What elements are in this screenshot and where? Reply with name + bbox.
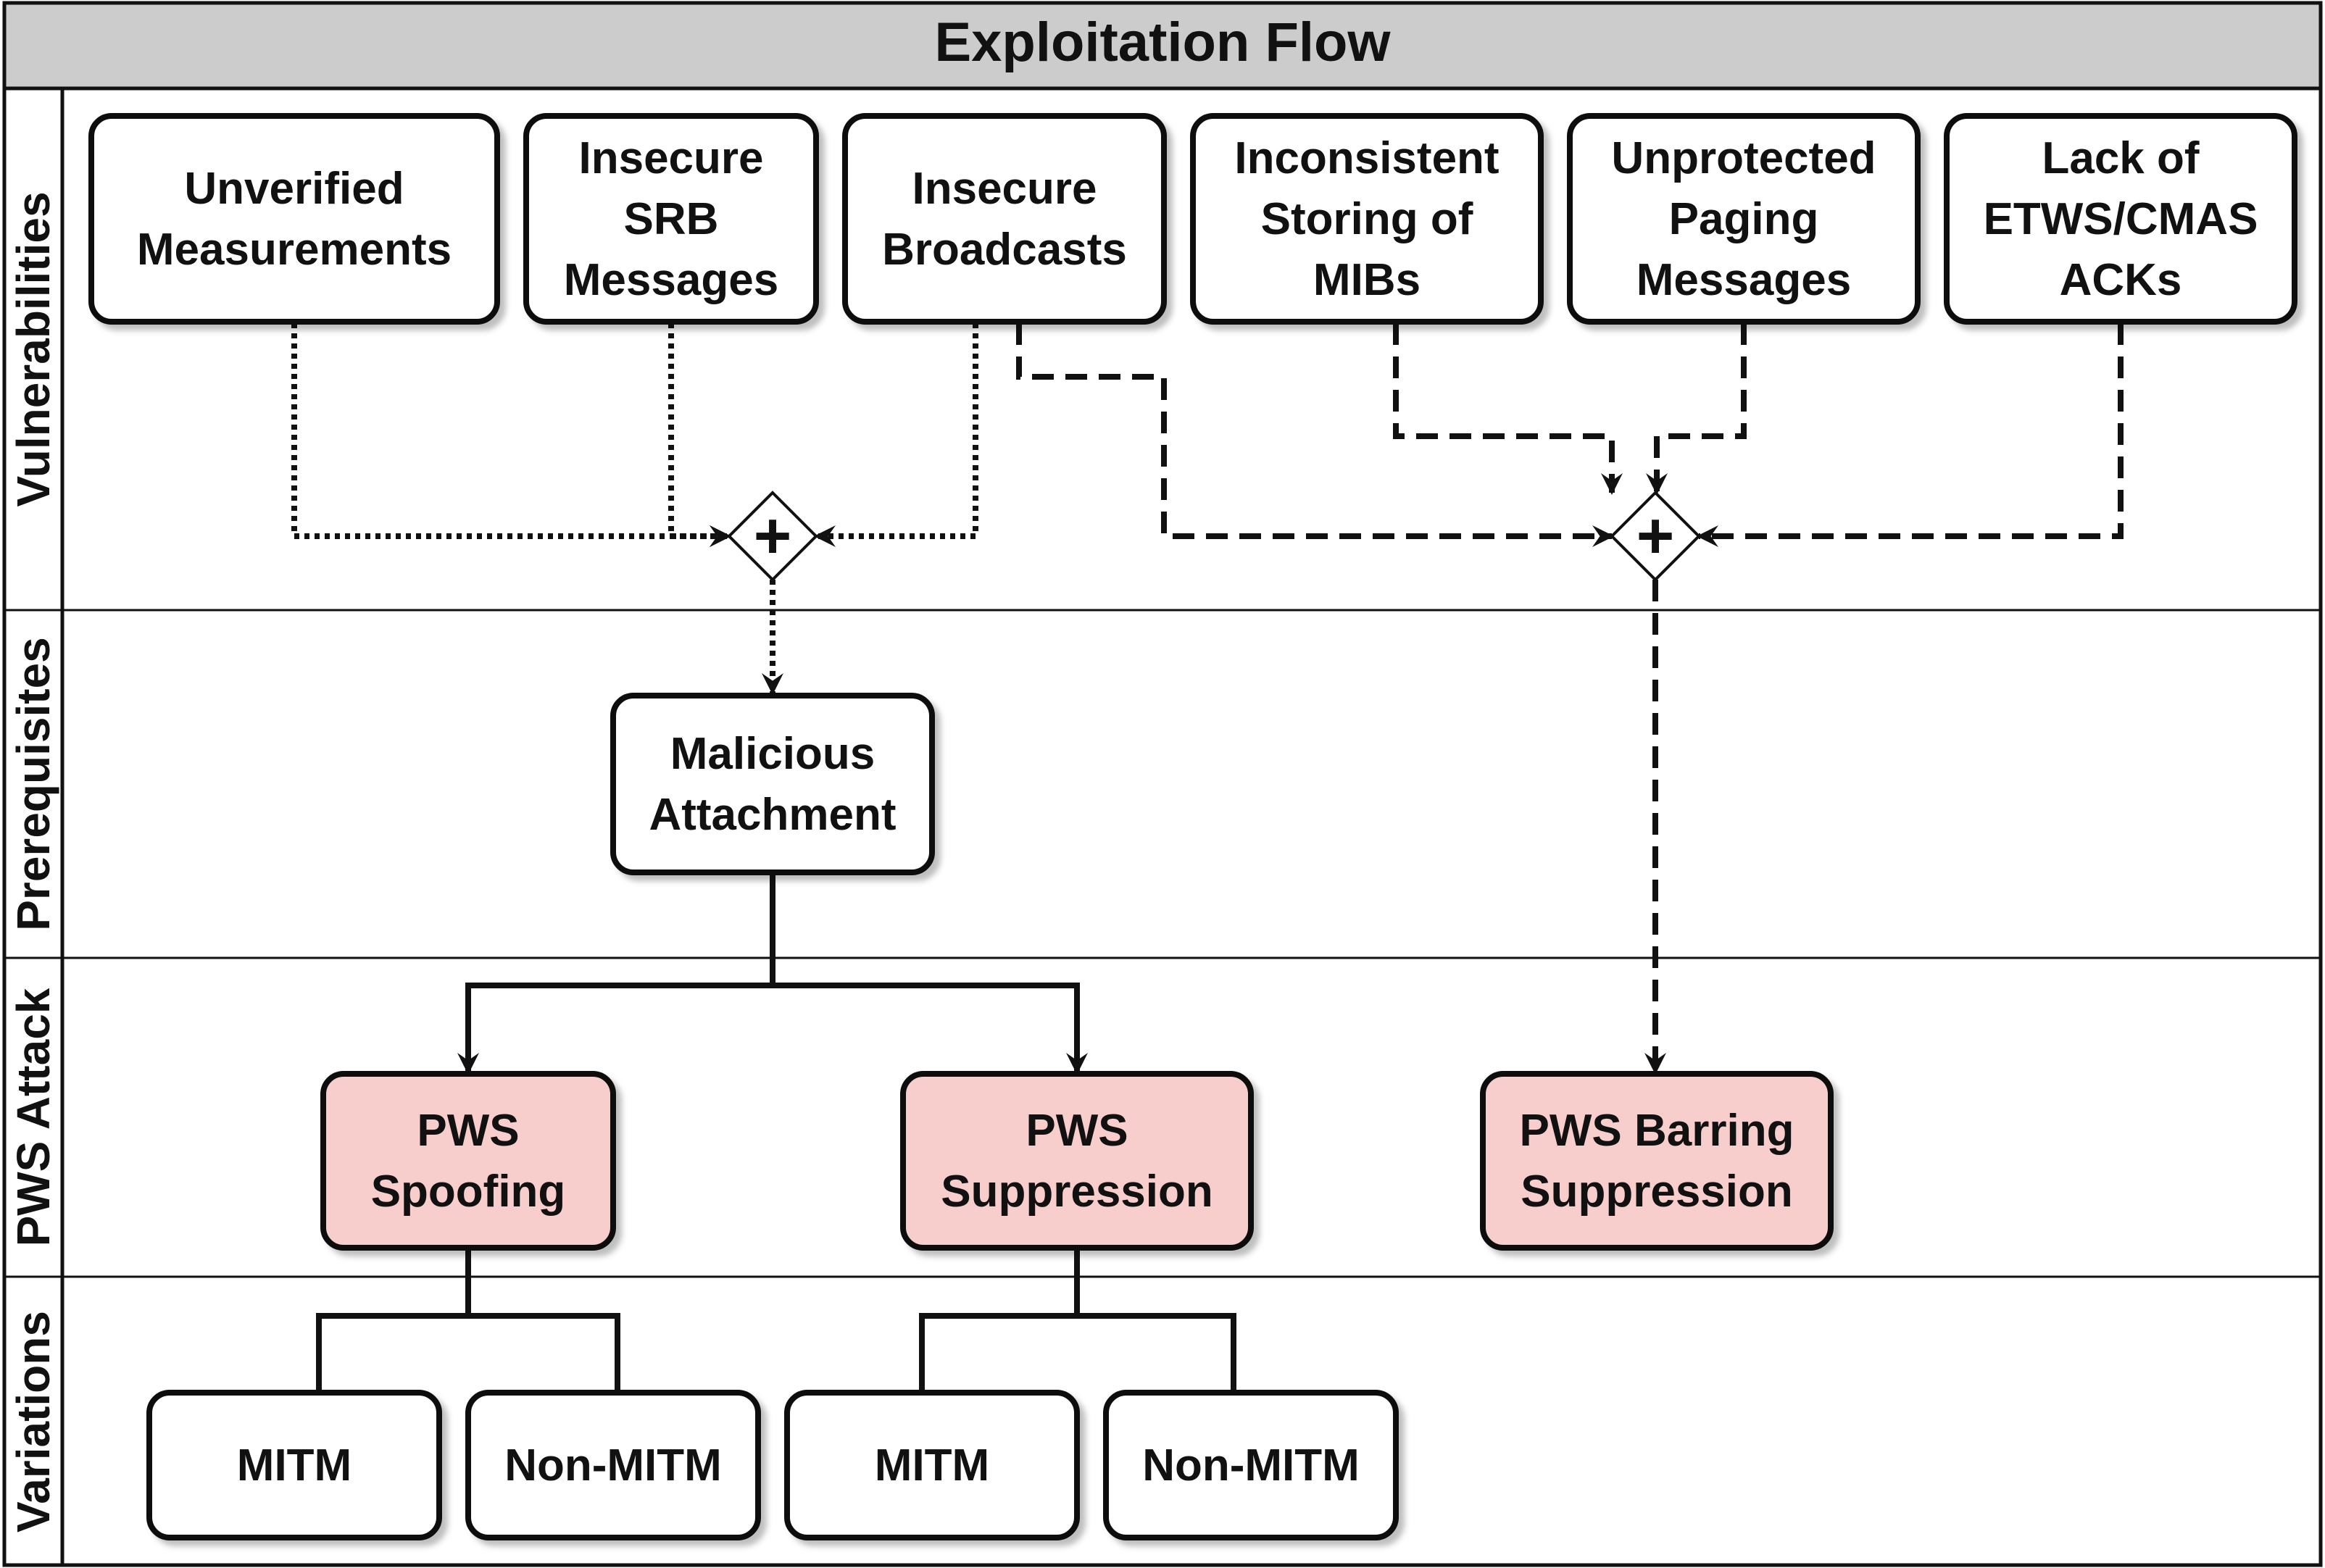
vulnerability-box-shape xyxy=(1944,113,2297,325)
vulnerability-box-label-line: Messages xyxy=(564,255,778,305)
variation-box-label-line: MITM xyxy=(237,1440,352,1490)
lane-label-vulnerabilities: Vulnerabilities xyxy=(7,191,59,506)
attack-box: PWS Suppression xyxy=(900,1071,1254,1251)
lane-label-variations: Variations xyxy=(7,1311,59,1532)
title-bar xyxy=(2,1,2323,91)
vulnerability-box-shape xyxy=(842,113,1167,325)
attack-box-label-line: Suppression xyxy=(1521,1167,1793,1217)
vulnerability-box-shape xyxy=(1190,113,1544,325)
edge-prerequisite-to-suppression xyxy=(773,983,1088,1075)
edge-spoofing-to-variations-right xyxy=(468,1313,620,1393)
attack-box-shape xyxy=(1480,1071,1834,1251)
variation-box: MITM xyxy=(784,1390,1080,1540)
lane-label-prerequisites: Prerequisites xyxy=(7,637,59,931)
vulnerability-box-label-line: Paging xyxy=(1669,194,1819,244)
edge-suppression-to-variations-right xyxy=(1077,1313,1236,1393)
vulnerability-box-label-line: ETWS/CMAS xyxy=(1984,194,2258,244)
attack-box-label-line: PWS xyxy=(417,1106,519,1156)
gateway-right-diamond xyxy=(1610,491,1701,582)
vulnerability-box-label-line: ACKs xyxy=(2060,255,2182,305)
vulnerability-box-shape xyxy=(523,113,819,325)
gateway-left-plus-icon: + xyxy=(754,500,792,572)
attack-box-label-line: Suppression xyxy=(941,1167,1213,1217)
edge-broadcasts-to-gateway-right xyxy=(1016,323,1614,547)
diagram-title: Exploitation Flow xyxy=(934,12,1391,73)
edge-spoofing-to-variations xyxy=(316,1248,471,1393)
lane-labels: Vulnerabilities Prerequisites PWS Attack… xyxy=(7,191,59,1532)
vulnerability-box-shape xyxy=(1567,113,1921,325)
vulnerability-box-label-line: Broadcasts xyxy=(882,225,1127,275)
variation-box-shape xyxy=(146,1390,442,1540)
vulnerability-box-shape xyxy=(88,113,500,325)
vulnerability-box-label-line: Unprotected xyxy=(1611,133,1876,183)
gateway-left-diamond xyxy=(727,491,818,582)
prerequisite-box-label-line: Attachment xyxy=(649,790,896,840)
gateway-right-plus-icon: + xyxy=(1636,500,1675,572)
variation-box-label-line: Non-MITM xyxy=(1142,1440,1360,1490)
variation-box-label-line: MITM xyxy=(875,1440,989,1490)
vulnerability-box-label-line: Insecure xyxy=(912,164,1097,214)
vulnerability-box-label-line: Storing of xyxy=(1261,194,1473,244)
edge-acks-to-gateway-right xyxy=(1697,323,2124,547)
vulnerability-box: Lack of ETWS/CMAS ACKs xyxy=(1944,113,2297,325)
edge-suppression-to-variations xyxy=(919,1248,1080,1393)
prerequisite-box-label-line: Malicious xyxy=(670,729,875,779)
vulnerability-box-label-line: MIBs xyxy=(1313,255,1421,305)
variation-box-label-line: Non-MITM xyxy=(504,1440,722,1490)
vulnerability-box-label-line: SRB xyxy=(624,194,719,244)
vulnerability-box-label-line: Messages xyxy=(1636,255,1851,305)
edge-prerequisite-to-spoofing xyxy=(457,872,775,1075)
edge-srb-to-gateway-left xyxy=(668,323,731,547)
prerequisite-box-shape xyxy=(610,693,935,875)
vulnerability-box-label-line: Measurements xyxy=(137,225,452,275)
attack-box-shape xyxy=(320,1071,616,1251)
vulnerability-box-label-line: Insecure xyxy=(578,133,763,183)
edge-mibs-to-gateway-right xyxy=(1393,323,1623,495)
variation-box-shape xyxy=(1103,1390,1399,1540)
lane-label-pws-attack: PWS Attack xyxy=(7,988,59,1246)
attack-box-label-line: PWS Barring xyxy=(1520,1106,1794,1156)
edge-broadcasts-to-gateway-left xyxy=(814,323,978,547)
vulnerability-box-label-line: Inconsistent xyxy=(1234,133,1499,183)
attack-box: PWS Spoofing xyxy=(320,1071,616,1251)
attack-box-shape xyxy=(900,1071,1254,1251)
vulnerability-box-label-line: Unverified xyxy=(184,164,404,214)
variation-box: MITM xyxy=(146,1390,442,1540)
vulnerability-box-label-line: Lack of xyxy=(2042,133,2199,183)
variation-box-shape xyxy=(465,1390,761,1540)
variation-box: Non-MITM xyxy=(465,1390,761,1540)
attack-box-label-line: Spoofing xyxy=(371,1167,566,1217)
variation-box: Non-MITM xyxy=(1103,1390,1399,1540)
attack-box-label-line: PWS xyxy=(1026,1106,1128,1156)
edge-unverified-to-gateway-left xyxy=(291,323,731,547)
connectors xyxy=(291,323,2124,1393)
variation-box-shape xyxy=(784,1390,1080,1540)
gateways: + + xyxy=(727,491,1701,582)
